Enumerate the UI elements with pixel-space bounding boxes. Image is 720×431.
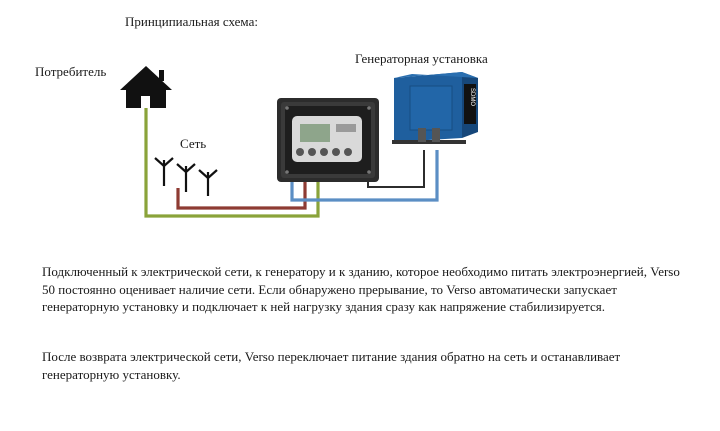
paragraph-description: Подключенный к электрической сети, к ген… bbox=[42, 264, 680, 315]
consumer-wire bbox=[144, 108, 320, 218]
grid-label: Сеть bbox=[180, 136, 207, 151]
generator-wire-right bbox=[367, 150, 425, 188]
grid-pole-icon bbox=[154, 157, 218, 196]
consumer-label: Потребитель bbox=[35, 64, 107, 79]
generator-brand: SDMO bbox=[469, 88, 475, 106]
generator-wire-bottom bbox=[290, 150, 439, 202]
grid-wire bbox=[176, 180, 307, 210]
generator-label: Генераторная установка bbox=[355, 51, 488, 66]
house-icon bbox=[120, 66, 172, 108]
generator-icon bbox=[392, 72, 478, 144]
diagram-title: Принципиальная схема: bbox=[125, 14, 258, 29]
controller-icon bbox=[277, 98, 379, 182]
paragraph-return: После возврата электрической сети, Verso… bbox=[42, 349, 621, 382]
wiring-diagram: SDMO bbox=[120, 66, 478, 218]
